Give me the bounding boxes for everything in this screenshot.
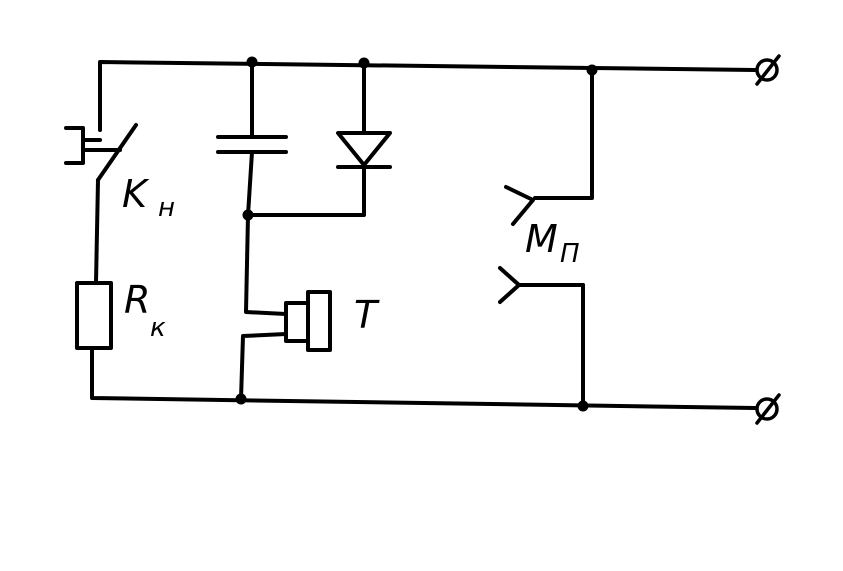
- junction-dot: [235, 393, 247, 405]
- junction-dot: [586, 64, 598, 76]
- push-button-switch: [64, 95, 138, 285]
- capacitor: [216, 60, 288, 217]
- top-rail-wire: [98, 60, 757, 99]
- button-label: K: [122, 172, 150, 216]
- junction-dot: [358, 57, 370, 69]
- terminal-bottom: [755, 393, 781, 425]
- resistor-label: R: [124, 278, 150, 322]
- resistor: [75, 281, 113, 350]
- telephone-receiver: [239, 213, 332, 401]
- junction-dot: [242, 209, 254, 221]
- resistor-label-subscript: к: [150, 313, 166, 343]
- terminal-top: [755, 54, 781, 86]
- microphone-label-subscript: П: [560, 239, 580, 269]
- junction-dot: [577, 400, 589, 412]
- button-label-subscript: н: [158, 193, 175, 223]
- phone-label: T: [354, 293, 380, 337]
- bottom-rail-wire: [90, 348, 757, 410]
- diode: [246, 60, 392, 217]
- microphone-contacts: [498, 68, 594, 408]
- microphone-label: M: [525, 217, 558, 261]
- junction-dot: [246, 56, 258, 68]
